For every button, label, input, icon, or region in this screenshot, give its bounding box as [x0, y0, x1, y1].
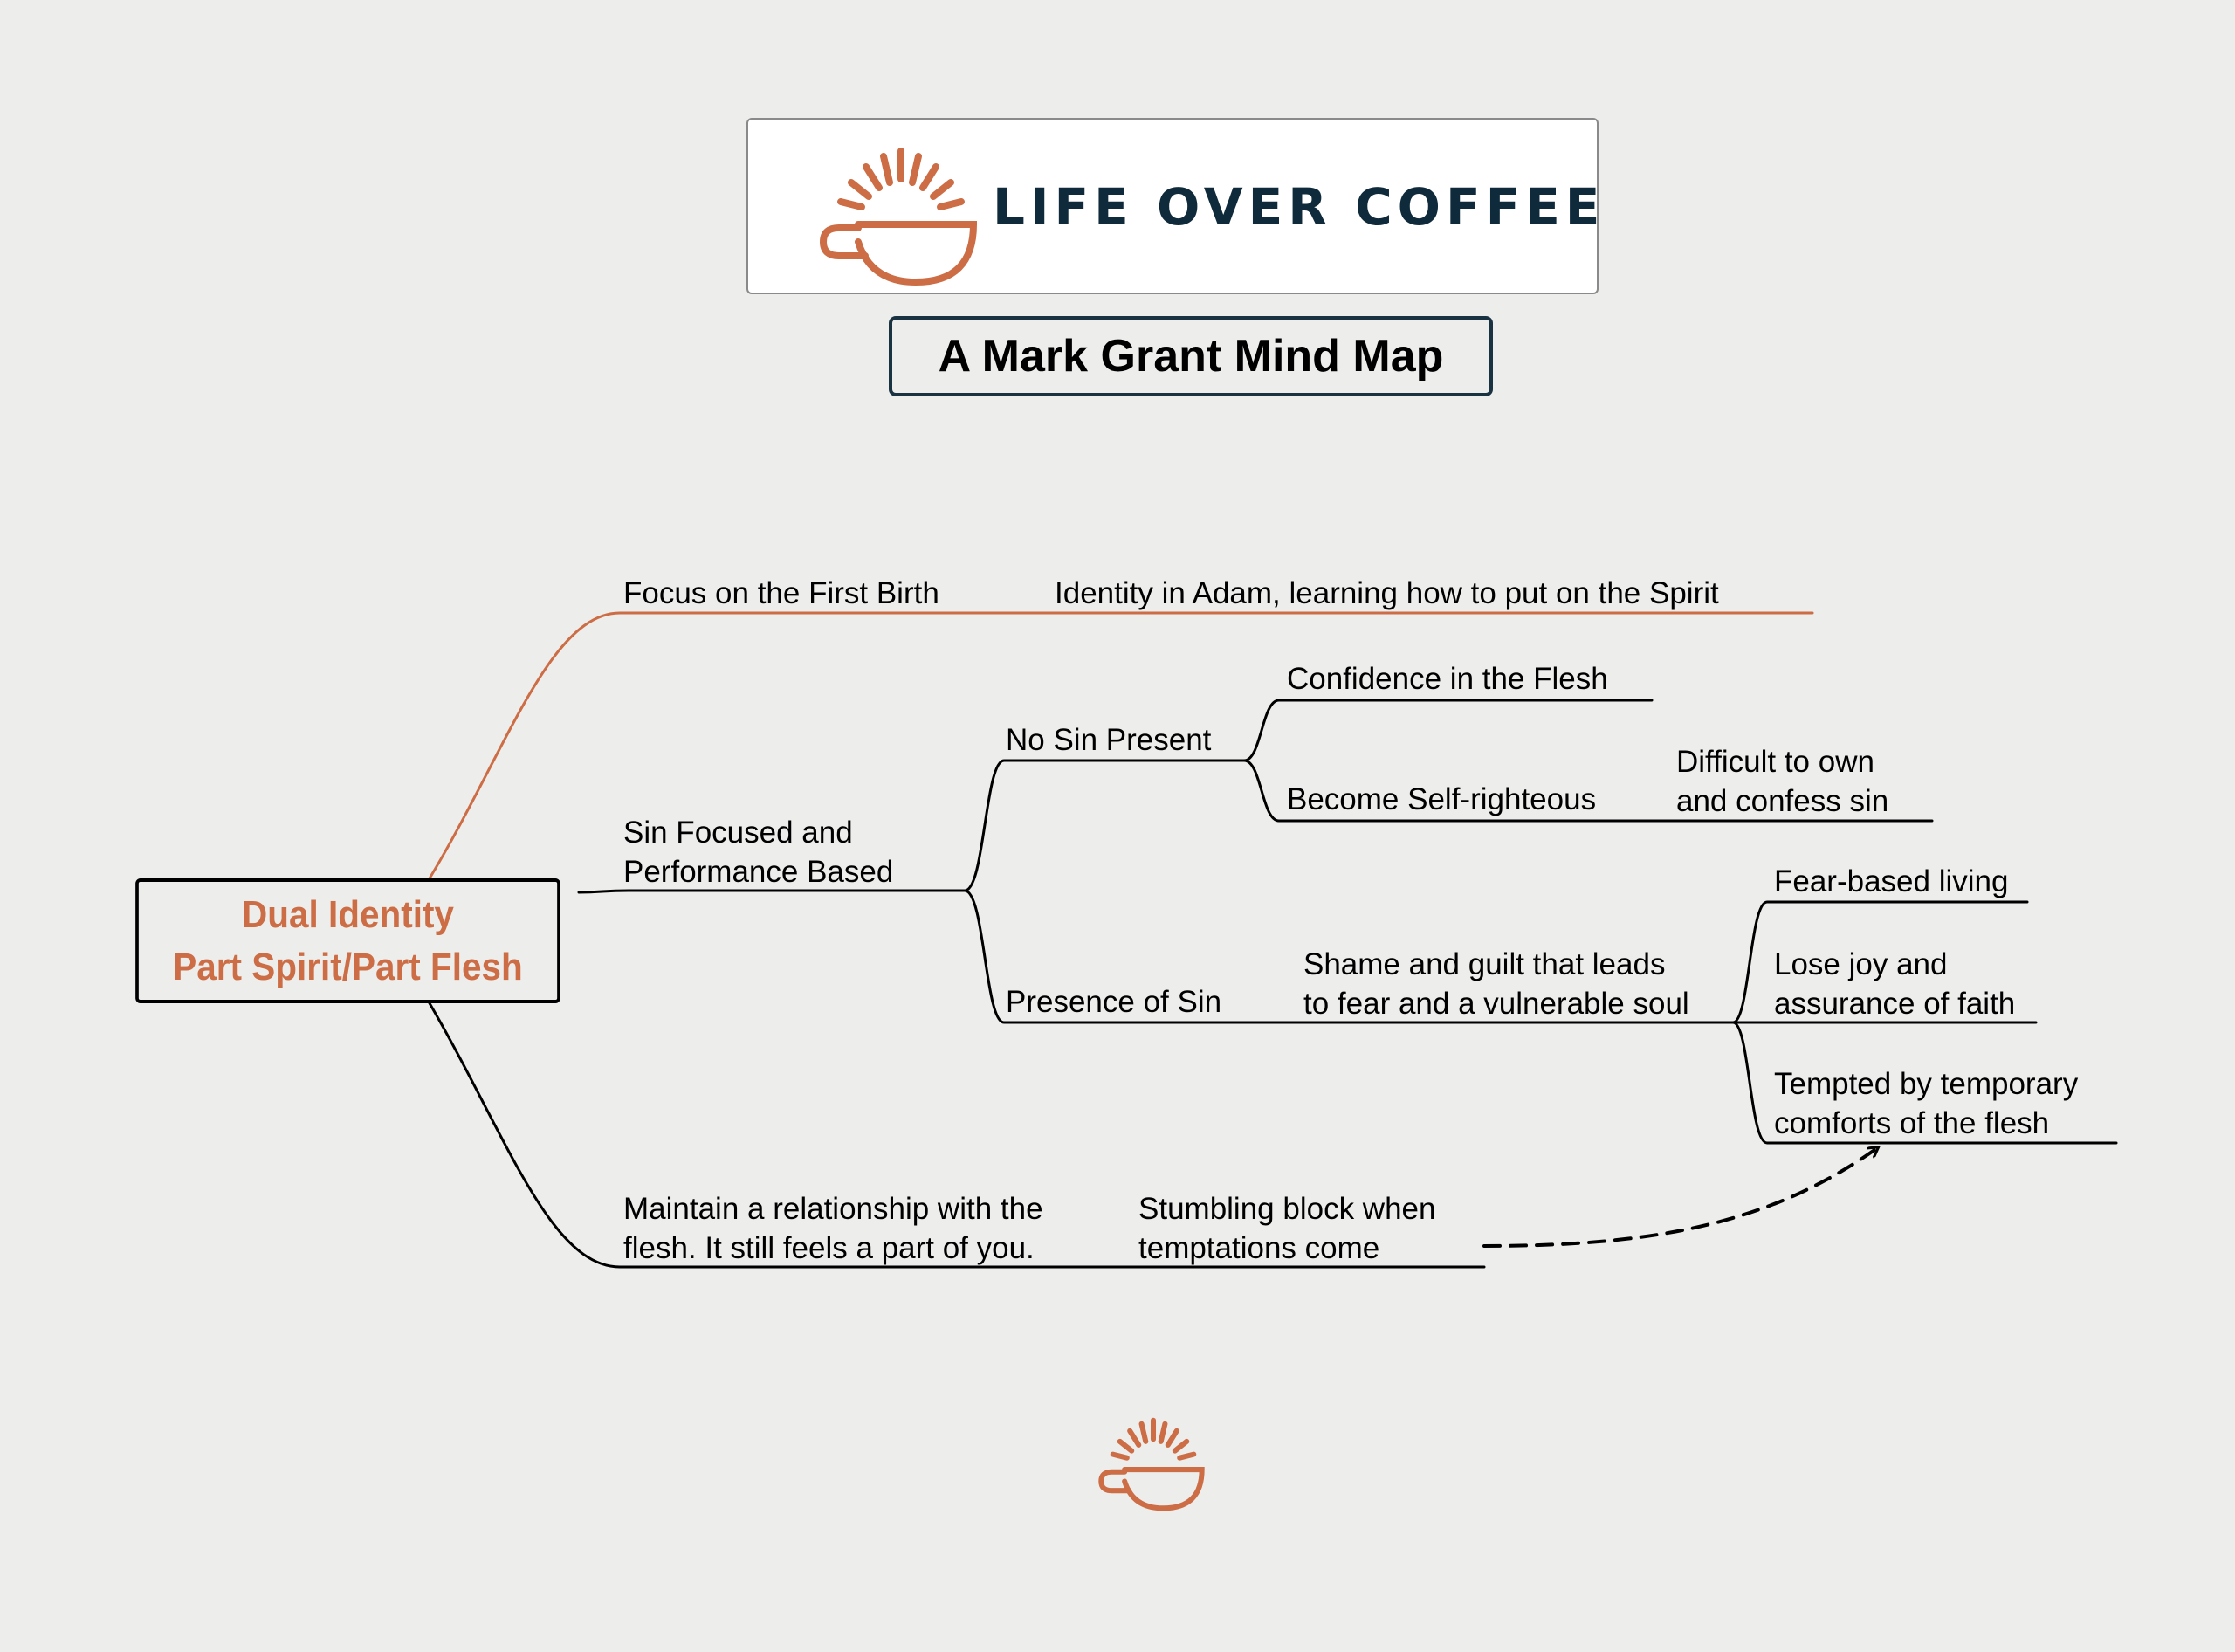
node-difficult-line-2: and confess sin	[1676, 784, 1889, 818]
node-stumbling-line-1: Stumbling block when	[1138, 1192, 1436, 1226]
node-difficult-line-1: Difficult to own	[1676, 745, 1874, 779]
central-node: Dual Identity Part Spirit/Part Flesh	[135, 878, 560, 1003]
node-maintain-line-1: Maintain a relationship with the	[623, 1192, 1043, 1226]
node-difficult-confess: Difficult to own and confess sin	[1676, 742, 1888, 821]
connector-self-righteous	[1242, 759, 1934, 823]
connector-maintain	[428, 1002, 1486, 1269]
node-lose-joy-line-2: assurance of faith	[1774, 987, 2016, 1021]
connector-sin-focused	[577, 889, 966, 894]
central-line-2: Part Spirit/Part Flesh	[173, 945, 523, 988]
footer-coffee-cup-icon	[1098, 1417, 1205, 1511]
node-stumbling-line-2: temptations come	[1138, 1231, 1380, 1265]
node-no-sin-present: No Sin Present	[1006, 723, 1212, 757]
node-first-birth: Focus on the First Birth	[623, 576, 939, 610]
coffee-cup-sunrise-icon	[819, 148, 978, 286]
connector-first-birth	[428, 611, 1814, 880]
node-tempted: Tempted by temporary comforts of the fle…	[1774, 1064, 2078, 1143]
node-fear-based: Fear-based living	[1774, 864, 2009, 898]
node-tempted-line-2: comforts of the flesh	[1774, 1106, 2050, 1140]
connector-fear	[1731, 900, 2029, 1024]
node-confidence-flesh: Confidence in the Flesh	[1287, 662, 1608, 696]
connector-presence	[963, 889, 1261, 1024]
logo-banner: LIFE OVER COFFEE	[746, 118, 1599, 294]
node-shame-line-1: Shame and guilt that leads	[1303, 947, 1666, 981]
node-tempted-line-1: Tempted by temporary	[1774, 1067, 2079, 1101]
node-identity-adam: Identity in Adam, learning how to put on…	[1055, 576, 1719, 610]
node-stumbling-block: Stumbling block when temptations come	[1138, 1189, 1435, 1268]
connector-no-sin	[963, 759, 1246, 892]
node-self-righteous: Become Self-righteous	[1287, 782, 1597, 816]
node-maintain-line-2: flesh. It still feels a part of you.	[623, 1231, 1035, 1265]
node-maintain-relationship: Maintain a relationship with the flesh. …	[623, 1189, 1043, 1268]
connector-dashed-arrow	[1482, 1148, 1877, 1248]
node-shame-guilt: Shame and guilt that leads to fear and a…	[1303, 945, 1689, 1023]
node-lose-joy-line-1: Lose joy and	[1774, 947, 1948, 981]
connector-tempted	[1731, 1021, 2118, 1145]
node-sin-focused-line-2: Performance Based	[623, 855, 894, 889]
node-sin-focused-line-1: Sin Focused and	[623, 816, 853, 850]
central-line-1: Dual Identity	[242, 892, 454, 936]
connector-confidence	[1242, 699, 1654, 762]
brand-name: LIFE OVER COFFEE	[993, 177, 1606, 237]
node-lose-joy: Lose joy and assurance of faith	[1774, 945, 2015, 1023]
node-sin-focused: Sin Focused and Performance Based	[623, 813, 893, 891]
node-presence-of-sin: Presence of Sin	[1006, 985, 1222, 1019]
node-shame-line-2: to fear and a vulnerable soul	[1303, 987, 1689, 1021]
page-title: A Mark Grant Mind Map	[889, 316, 1493, 396]
